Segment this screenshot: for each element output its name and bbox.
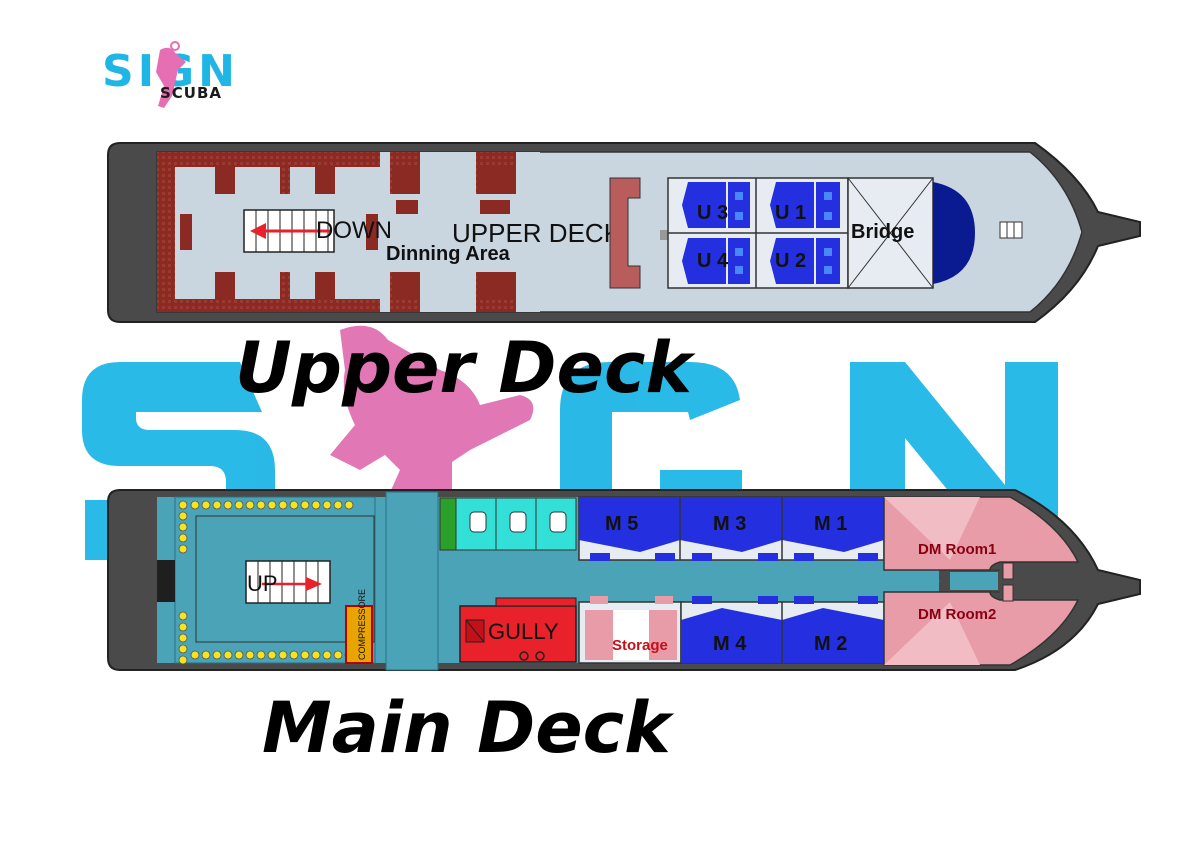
dm-rooms: DM Room1 DM Room2 <box>883 496 1080 666</box>
main-cabins-bottom: M 4 M 2 <box>680 596 885 664</box>
upper-deck-label: UPPER DECK <box>452 218 622 248</box>
stairs-up-label: UP <box>247 571 278 596</box>
toilets <box>439 497 577 551</box>
upper-cabins: U 3 U 1 U 4 U 2 <box>667 177 849 289</box>
galley-label: GULLY <box>488 619 559 644</box>
stairs-down-label: DOWN <box>316 217 392 244</box>
upper-stairs <box>243 209 335 253</box>
cabin-u3-label: U 3 <box>697 202 728 224</box>
compressor-label: COMPRESSORE <box>357 589 367 660</box>
cabin-m5-label: M 5 <box>605 513 638 535</box>
dm-room2-label: DM Room2 <box>918 606 996 623</box>
main-stairs <box>245 560 331 604</box>
storage-label: Storage <box>612 637 668 654</box>
bridge-label: Bridge <box>851 221 914 243</box>
upper-deck-plan: DOWN UPPER DECK Dinning Area <box>107 142 1141 323</box>
galley <box>459 597 577 663</box>
main-cabins-top: M 5 M 3 M 1 <box>578 496 885 561</box>
sign-scuba-logo: SIGN SCUBA <box>102 41 235 108</box>
cabin-m2-label: M 2 <box>814 633 847 655</box>
cabin-m3-label: M 3 <box>713 513 746 535</box>
cabin-m1-label: M 1 <box>814 513 847 535</box>
dining-area-label: Dinning Area <box>386 243 511 265</box>
cabin-u1-label: U 1 <box>775 202 806 224</box>
dm-room1-label: DM Room1 <box>918 541 996 558</box>
cabin-u4-label: U 4 <box>697 250 729 272</box>
logo-subtext: SCUBA <box>160 84 222 102</box>
main-deck-plan: UP COMPRESSORE GULLY <box>107 489 1141 671</box>
cabin-m4-label: M 4 <box>713 633 747 655</box>
main-deck-caption: Main Deck <box>262 687 675 769</box>
upper-deck-caption: Upper Deck <box>235 327 696 409</box>
lounge-lights <box>178 500 354 665</box>
storage-room <box>578 596 682 664</box>
bridge: Bridge <box>847 177 1023 289</box>
cabin-u2-label: U 2 <box>775 250 806 272</box>
